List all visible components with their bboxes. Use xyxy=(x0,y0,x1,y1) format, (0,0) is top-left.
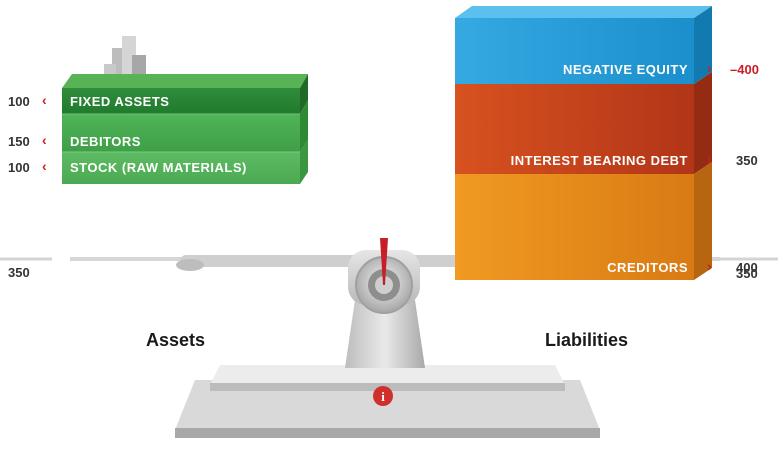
fixed-assets-block xyxy=(62,88,300,114)
assets-stack xyxy=(62,74,308,184)
creditors-block xyxy=(455,174,694,280)
assets-total: 350 xyxy=(8,265,30,280)
liabilities-stack xyxy=(455,6,712,280)
debitors-block xyxy=(62,114,300,152)
stock-label: STOCK (RAW MATERIALS) xyxy=(70,160,247,175)
interest-bearing-debt-label: INTEREST BEARING DEBT xyxy=(510,153,688,168)
stock-block xyxy=(62,152,300,184)
chevron-left-icon: ‹ xyxy=(42,92,47,108)
fixed-assets-label: FIXED ASSETS xyxy=(70,94,170,109)
liabilities-title: Liabilities xyxy=(545,330,629,350)
svg-text:i: i xyxy=(381,389,385,404)
negative-equity-block xyxy=(455,18,694,84)
chevron-right-icon: › xyxy=(707,258,712,274)
creditors-label: CREDITORS xyxy=(607,260,688,275)
debitors-label: DEBITORS xyxy=(70,134,141,149)
info-icon[interactable]: i xyxy=(373,386,393,406)
debitors-value: 150 xyxy=(8,134,30,149)
chevron-left-icon: ‹ xyxy=(42,158,47,174)
chevron-right-icon: › xyxy=(707,151,712,167)
liabilities-total: 350 xyxy=(736,266,758,281)
interest-bearing-debt-block xyxy=(455,84,694,174)
negative-equity-label: NEGATIVE EQUITY xyxy=(563,62,688,77)
stock-value: 100 xyxy=(8,160,30,175)
fixed-assets-value: 100 xyxy=(8,94,30,109)
interest-bearing-debt-value: 350 xyxy=(736,153,758,168)
chevron-right-icon: › xyxy=(707,60,712,76)
scale-base xyxy=(175,238,600,438)
assets-title: Assets xyxy=(146,330,206,350)
chevron-left-icon: ‹ xyxy=(42,132,47,148)
creditors-value: 400 xyxy=(736,260,758,275)
negative-equity-value: –400 xyxy=(730,62,759,77)
